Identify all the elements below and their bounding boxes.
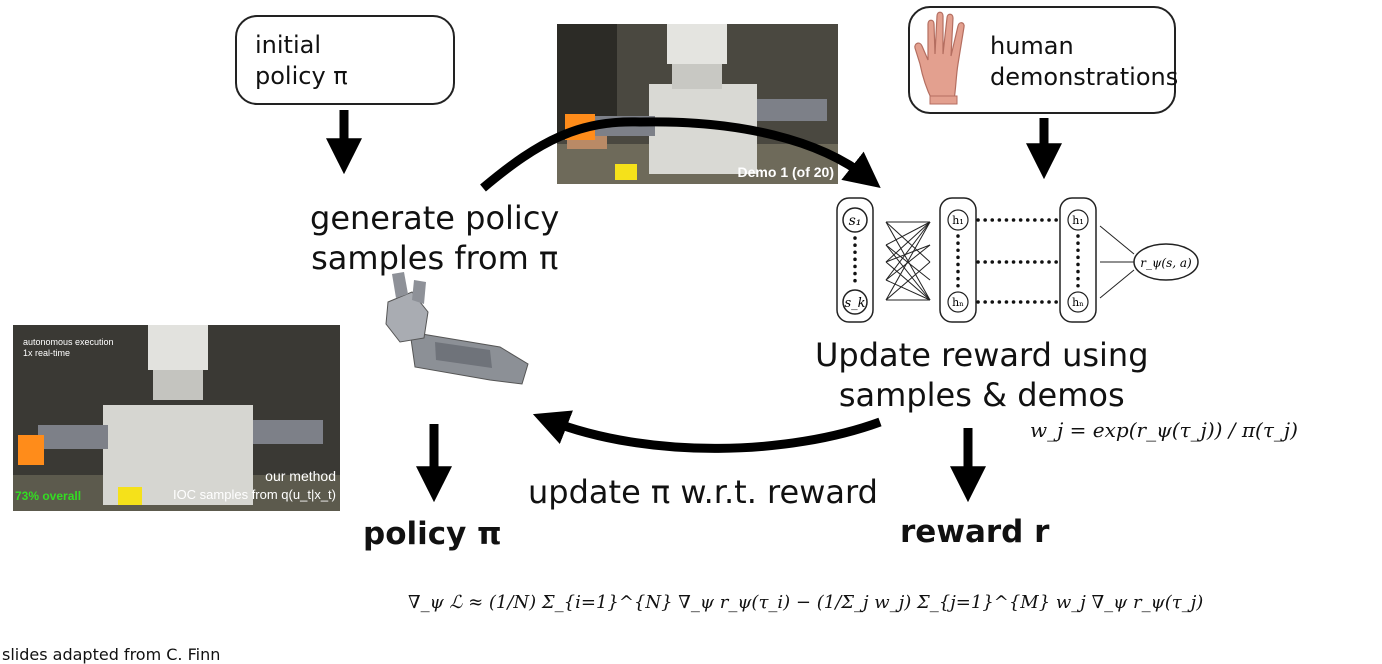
execution-robot-image — [13, 325, 340, 511]
hand-icon — [914, 11, 965, 105]
method-label: our method — [265, 468, 336, 484]
execution-video-frame[interactable]: autonomous execution 1x real-time our me… — [13, 325, 340, 511]
human-demos-label: human demonstrations — [990, 32, 1179, 91]
success-rate: 73% overall — [15, 489, 82, 503]
hidden-node-bottom-2: hₙ — [1072, 296, 1084, 309]
hidden-node-top-2: h₁ — [1072, 214, 1084, 227]
hidden-node-top-1: h₁ — [952, 214, 964, 227]
execution-mode-text: autonomous execution 1x real-time — [23, 337, 114, 358]
reward-network-diagram: s₁ s_k h₁ hₙ h₁ hₙ r_ψ(s, a) — [836, 197, 1199, 323]
initial-policy-label: initial policy π — [255, 31, 348, 90]
input-node-bottom: s_k — [844, 296, 865, 311]
arrow-generate-to-update — [480, 117, 881, 192]
reward-output-node: r_ψ(s, a) — [1140, 256, 1192, 270]
update-policy-label: update π w.r.t. reward — [528, 473, 878, 511]
reward-output-label: reward r — [900, 514, 1050, 550]
weight-equation: w_j = exp(r_ψ(τ_j)) / π(τ_j) — [1030, 418, 1298, 442]
demo-caption: Demo 1 (of 20) — [737, 164, 834, 180]
gripper-image — [385, 272, 529, 385]
hidden-node-bottom-1: hₙ — [952, 296, 964, 309]
arrow-update-to-generate — [532, 410, 882, 453]
input-node-top: s₁ — [849, 213, 862, 229]
samples-label: IOC samples from q(u_t|x_t) — [172, 487, 336, 502]
credit-footer: slides adapted from C. Finn — [2, 645, 221, 664]
initial-policy-box — [235, 15, 455, 105]
policy-output-label: policy π — [363, 516, 502, 552]
gradient-equation: ∇_ψ ℒ ≈ (1/N) Σ_{i=1}^{N} ∇_ψ r_ψ(τ_i) −… — [408, 592, 1204, 613]
generate-samples-label: generate policy samples from π — [310, 199, 560, 277]
update-reward-label: Update reward using samples & demos — [815, 336, 1149, 414]
